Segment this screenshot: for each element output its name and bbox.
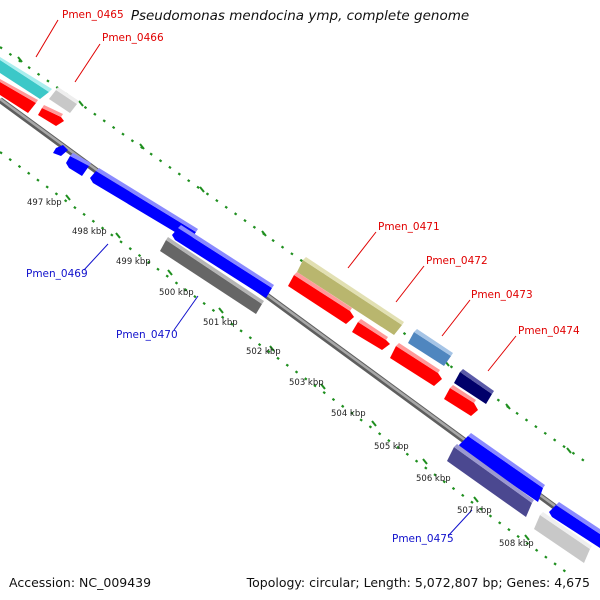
label-pmen-0470: Pmen_0470 — [116, 329, 178, 341]
gene-pmen-0472[interactable] — [408, 332, 451, 366]
scale-label: 502 kbp — [246, 347, 281, 357]
scale-label: 508 kbp — [499, 539, 534, 549]
scale-label: 506 kbp — [416, 474, 451, 484]
genome-summary: Topology: circular; Length: 5,072,807 bp… — [246, 575, 590, 590]
label-pmen-0474: Pmen_0474 — [518, 325, 580, 337]
scale-label: 497 kbp — [27, 198, 62, 208]
label-pmen-0473: Pmen_0473 — [471, 289, 533, 301]
label-pmen-0465: Pmen_0465 — [62, 9, 124, 21]
gene-blue-1[interactable] — [53, 145, 68, 156]
gene-blue-3[interactable] — [459, 436, 543, 502]
gene-pmen-0465[interactable] — [0, 60, 49, 99]
label-pmen-0472: Pmen_0472 — [426, 255, 488, 267]
gene-blue-2[interactable] — [66, 156, 89, 176]
scale-label: 499 kbp — [116, 257, 151, 267]
scale-label: 500 kbp — [159, 288, 194, 298]
gene-pmen-0474[interactable] — [454, 372, 492, 404]
label-pmen-0471: Pmen_0471 — [378, 221, 440, 233]
inner-tick-marks — [65, 194, 530, 541]
label-leaders — [35, 19, 517, 537]
scale-label: 501 kbp — [203, 318, 238, 328]
label-pmen-0466: Pmen_0466 — [102, 32, 164, 44]
scale-labels: 497 kbp 498 kbp 499 kbp 500 kbp 501 kbp … — [27, 198, 534, 549]
scale-label: 505 kbp — [374, 442, 409, 452]
accession-footer: Accession: NC_009439 — [9, 575, 151, 590]
gene-red-5[interactable] — [390, 346, 442, 386]
gene-red-2[interactable] — [38, 108, 64, 126]
gene-dark-gray[interactable] — [160, 240, 262, 314]
gene-pmen-0466[interactable] — [49, 90, 77, 113]
accession-value: NC_009439 — [79, 575, 152, 590]
gene-pmen-0471[interactable] — [297, 260, 402, 335]
gene-pmen-0469[interactable] — [90, 171, 196, 241]
label-pmen-0475: Pmen_0475 — [392, 533, 454, 545]
accession-label: Accession: — [9, 575, 76, 590]
map-title: Pseudomonas mendocina ymp, complete geno… — [130, 8, 470, 24]
gene-red-3[interactable] — [288, 275, 354, 324]
gene-red-1[interactable] — [0, 82, 36, 113]
scale-label: 503 kbp — [289, 378, 324, 388]
gene-pmen-0475[interactable] — [447, 447, 532, 517]
gene-red-4[interactable] — [352, 322, 390, 350]
gene-blue-4[interactable] — [549, 505, 600, 548]
gene-pmen-0470[interactable] — [172, 228, 272, 298]
gene-light-gray-2[interactable] — [534, 515, 590, 563]
outer-tick-track — [0, 46, 591, 466]
gene-features — [0, 57, 600, 563]
gene-red-6[interactable] — [444, 388, 478, 416]
gene-label-group: Pmen_0465 Pmen_0466 Pmen_0469 Pmen_0470 … — [26, 9, 580, 545]
scale-label: 507 kbp — [457, 506, 492, 516]
scale-label: 498 kbp — [72, 227, 107, 237]
label-pmen-0469: Pmen_0469 — [26, 268, 88, 280]
scale-label: 504 kbp — [331, 409, 366, 419]
